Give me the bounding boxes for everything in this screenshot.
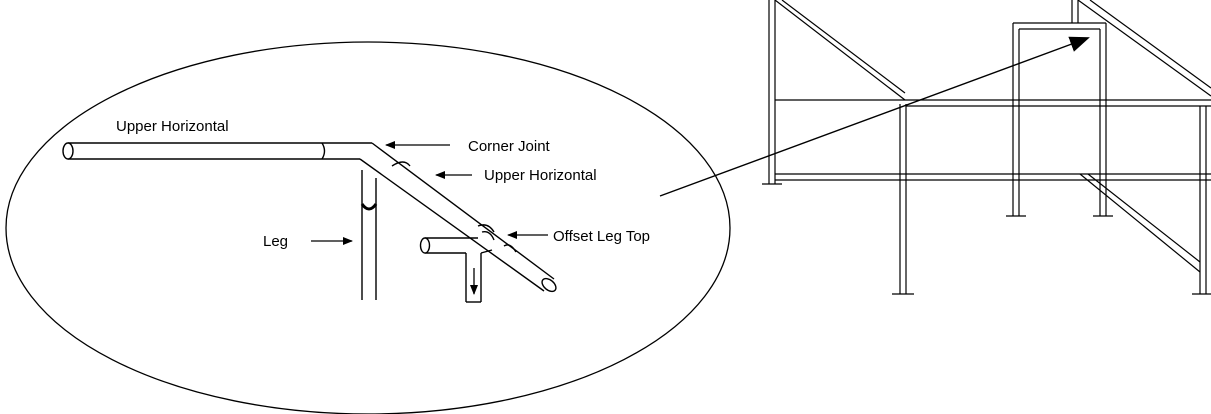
callout-pointer-arrow [659,36,1090,197]
label-offset-leg-top: Offset Leg Top [553,228,650,245]
label-upper-horizontal-1: Upper Horizontal [116,118,229,135]
label-corner-joint: Corner Joint [468,138,551,155]
diagonal-upper-pipe [359,142,557,293]
upper-horizontal-pipe [62,142,372,160]
label-leg: Leg [263,233,288,250]
leg-pipe [360,170,378,300]
label-upper-horizontal-2: Upper Horizontal [484,167,597,184]
pipe-frame-structure [762,0,1211,295]
offset-leg-top-fitting [419,230,495,303]
detail-pipe-assembly [62,142,557,303]
detail-callout-ellipse [5,41,731,414]
